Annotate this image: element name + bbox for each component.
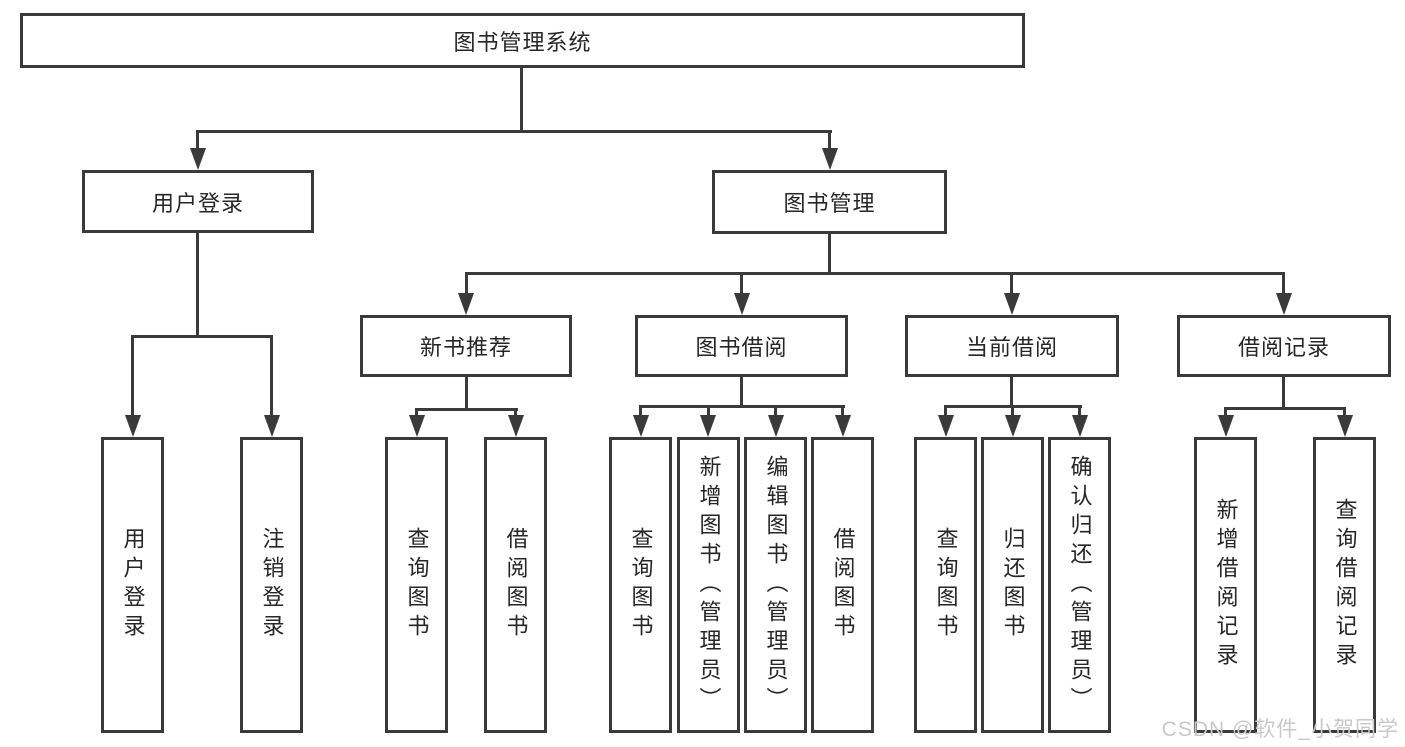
arrow-down-icon [458, 293, 474, 315]
leaf-borrow-books: 借阅图书 [811, 437, 874, 733]
arrow-down-icon [1004, 293, 1020, 315]
leaf-query-books: 查询图书 [609, 437, 672, 733]
connector-line [841, 405, 844, 420]
arrow-down-icon [633, 415, 649, 437]
connector-line [1282, 377, 1285, 407]
connector-line [639, 405, 642, 420]
leaf-label: 借阅图书 [503, 527, 529, 643]
leaf-user-login: 用户登录 [101, 437, 164, 733]
leaf-label: 新增图书（管理员） [696, 454, 722, 716]
leaf-label: 借阅图书 [830, 527, 856, 643]
leaf-query-books: 查询图书 [914, 437, 977, 733]
node-book-borrowing: 图书借阅 [635, 315, 848, 377]
leaf-borrow-books: 借阅图书 [484, 437, 547, 733]
connector-line [415, 408, 418, 420]
node-label: 图书借阅 [695, 335, 788, 360]
connector-line [1011, 405, 1014, 420]
leaf-label: 查询图书 [404, 527, 430, 643]
node-root-label: 图书管理系统 [453, 29, 592, 55]
leaf-add-books-admin: 新增图书（管理员） [677, 437, 740, 733]
arrow-down-icon [125, 415, 141, 437]
leaf-label: 确认归还（管理员） [1067, 454, 1093, 716]
connector-line [196, 233, 199, 335]
node-label: 新书推荐 [419, 335, 512, 360]
watermark-text: CSDN @软件_小贺同学 [1161, 718, 1399, 741]
arrow-down-icon [508, 415, 524, 437]
connector-line [415, 408, 518, 411]
node-current-borrowing: 当前借阅 [905, 315, 1119, 377]
connector-line [1078, 405, 1081, 420]
connector-line [944, 405, 947, 420]
connector-line [740, 272, 743, 295]
connector-line [1343, 407, 1346, 420]
arrow-down-icon [822, 148, 838, 170]
leaf-confirm-return-admin: 确认归还（管理员） [1048, 437, 1111, 733]
connector-line [740, 377, 743, 405]
arrow-down-icon [1276, 293, 1292, 315]
arrow-down-icon [700, 415, 716, 437]
node-root-library-system: 图书管理系统 [20, 13, 1025, 68]
arrow-down-icon [1337, 415, 1353, 437]
connector-line [131, 335, 273, 338]
connector-line [465, 272, 468, 295]
leaf-edit-books-admin: 编辑图书（管理员） [744, 437, 807, 733]
connector-line [131, 335, 134, 417]
leaf-logout: 注销登录 [240, 437, 303, 733]
arrow-down-icon [768, 415, 784, 437]
node-label: 当前借阅 [965, 335, 1058, 360]
node-book-management-branch: 图书管理 [712, 170, 947, 234]
node-borrowing-records: 借阅记录 [1177, 315, 1391, 377]
arrow-down-icon [938, 415, 954, 437]
leaf-label: 编辑图书（管理员） [763, 454, 789, 716]
node-new-book-recommendation: 新书推荐 [360, 315, 572, 377]
leaf-add-borrow-record: 新增借阅记录 [1194, 437, 1257, 733]
leaf-query-books: 查询图书 [385, 437, 448, 733]
leaf-query-borrow-record: 查询借阅记录 [1313, 437, 1376, 733]
connector-line [707, 405, 710, 420]
connector-line [520, 68, 523, 130]
connector-line [1282, 272, 1285, 295]
node-label: 借阅记录 [1237, 335, 1330, 360]
node-label: 图书管理 [783, 191, 876, 216]
connector-line [1224, 407, 1346, 410]
connector-line [270, 335, 273, 417]
connector-line [514, 408, 517, 420]
arrow-down-icon [409, 415, 425, 437]
leaf-label: 用户登录 [120, 527, 146, 643]
connector-line [1224, 407, 1227, 420]
connector-line [828, 234, 831, 272]
arrow-down-icon [734, 293, 750, 315]
leaf-label: 归还图书 [1000, 527, 1026, 643]
leaf-label: 查询图书 [933, 527, 959, 643]
arrow-down-icon [264, 415, 280, 437]
node-user-login-branch: 用户登录 [82, 170, 314, 233]
connector-line [1010, 377, 1013, 405]
arrow-down-icon [835, 415, 851, 437]
arrow-down-icon [1218, 415, 1234, 437]
node-label: 用户登录 [151, 190, 244, 216]
leaf-label: 新增借阅记录 [1213, 498, 1239, 672]
leaf-label: 查询图书 [628, 527, 654, 643]
connector-line [774, 405, 777, 420]
connector-line [639, 405, 845, 408]
connector-line [196, 130, 832, 133]
arrow-down-icon [1005, 415, 1021, 437]
arrow-down-icon [1072, 415, 1088, 437]
connector-line [828, 130, 831, 152]
leaf-label: 注销登录 [259, 527, 285, 643]
connector-line [465, 272, 1285, 275]
leaf-label: 查询借阅记录 [1332, 498, 1358, 672]
connector-line [196, 130, 199, 152]
connector-line [1010, 272, 1013, 295]
arrow-down-icon [190, 148, 206, 170]
leaf-return-books: 归还图书 [981, 437, 1044, 733]
connector-line [465, 377, 468, 408]
